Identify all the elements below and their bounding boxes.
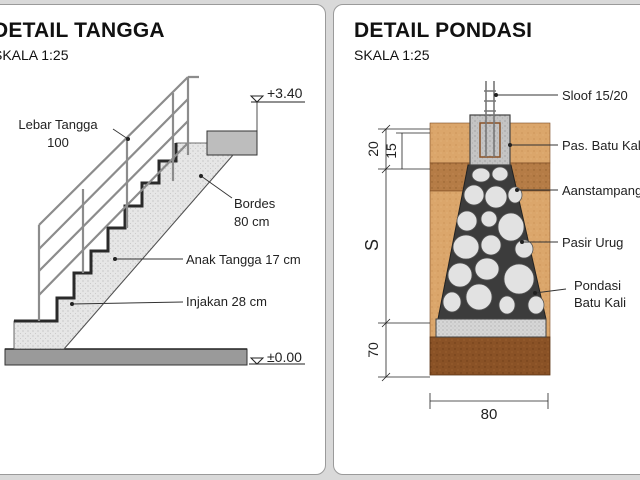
sloof-rebar-cage bbox=[479, 122, 501, 158]
leader-dot-anak bbox=[113, 257, 117, 261]
stone-blocks bbox=[442, 166, 545, 315]
label-lebar-tangga: Lebar Tangga bbox=[18, 117, 98, 132]
label-lebar-value: 100 bbox=[47, 135, 69, 150]
stair-underside bbox=[63, 154, 234, 350]
stair-drawing: Lebar Tangga 100 Bordes 80 cm Anak Tangg… bbox=[4, 75, 305, 366]
dim-70-text: 70 bbox=[365, 342, 381, 358]
label-pasir-urug: Pasir Urug bbox=[562, 235, 623, 250]
foundation-leaders bbox=[496, 94, 567, 294]
floor-slab bbox=[4, 348, 248, 366]
label-pondasi: Pondasi bbox=[574, 278, 621, 293]
foundation-title: DETAIL PONDASI bbox=[354, 19, 533, 42]
dim-20-text: 20 bbox=[365, 141, 381, 157]
leader-dot-sloof bbox=[494, 93, 498, 97]
label-anak-tangga: Anak Tangga 17 cm bbox=[186, 252, 301, 267]
stair-detail-panel: DETAIL TANGGA SKALA 1:25 bbox=[0, 4, 326, 475]
sloof-rebar bbox=[484, 81, 496, 157]
leader-dot-batu-kali bbox=[508, 143, 512, 147]
label-sloof: Sloof 15/20 bbox=[562, 88, 628, 103]
leader-dot-pondasi bbox=[533, 291, 537, 295]
level-bottom-text: ±0.00 bbox=[267, 349, 302, 365]
dim-width bbox=[429, 393, 549, 409]
label-injakan: Injakan 28 cm bbox=[186, 294, 267, 309]
handrail bbox=[37, 75, 199, 321]
label-pondasi-batu-kali: Batu Kali bbox=[574, 295, 626, 310]
leader-dot-bordes bbox=[199, 174, 203, 178]
dim-15-text: 15 bbox=[383, 143, 399, 159]
leader-dot-aanstampang bbox=[515, 188, 519, 192]
leader-dot-injakan bbox=[70, 302, 74, 306]
label-pas-batu-kali: Pas. Batu Kali bbox=[562, 138, 640, 153]
leader-dot-pasir bbox=[520, 240, 524, 244]
sand-bedding bbox=[435, 318, 547, 338]
dim-s-text: S bbox=[362, 239, 382, 251]
stair-steps-outline bbox=[14, 143, 178, 323]
dim-80-text: 80 bbox=[481, 406, 498, 423]
landing-bordes bbox=[206, 130, 258, 156]
foundation-detail-panel: DETAIL PONDASI SKALA 1:25 bbox=[333, 4, 640, 475]
stair-scale: SKALA 1:25 bbox=[0, 47, 69, 63]
foundation-drawing: 20 15 S 70 80 Sloof 15/20 Pas. Batu Kali… bbox=[362, 81, 640, 423]
stair-leaders bbox=[71, 128, 233, 305]
level-marker-bottom bbox=[249, 357, 305, 365]
label-bordes: Bordes bbox=[234, 196, 276, 211]
foundation-scale: SKALA 1:25 bbox=[354, 47, 430, 63]
label-aanstampang: Aanstampang/Urug bbox=[562, 183, 640, 198]
dim-chain-vertical bbox=[378, 124, 430, 382]
stair-title: DETAIL TANGGA bbox=[0, 19, 165, 42]
leader-dot-lebar bbox=[126, 137, 130, 141]
level-top-text: +3.40 bbox=[267, 85, 303, 101]
soil-layer-base bbox=[429, 336, 551, 376]
level-marker-top bbox=[249, 95, 305, 131]
label-bordes-value: 80 cm bbox=[234, 214, 269, 229]
